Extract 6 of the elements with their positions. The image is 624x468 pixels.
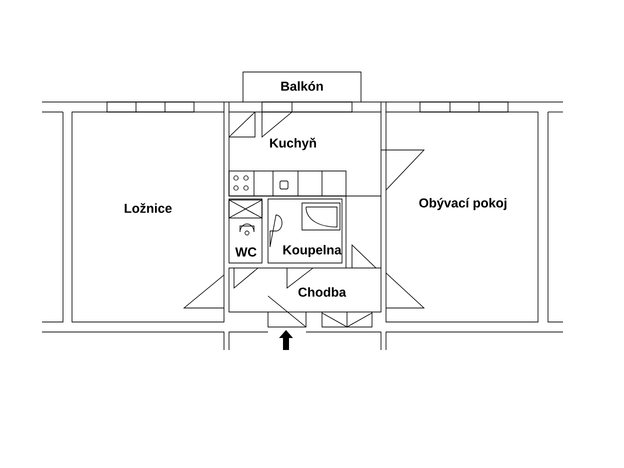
room: Balkón xyxy=(242,72,362,102)
room: Chodba xyxy=(228,268,382,312)
room: Ložnice xyxy=(72,112,224,322)
room: Kuchyň xyxy=(228,112,382,196)
room: WC xyxy=(228,198,262,264)
room: Obývací pokoj xyxy=(386,112,538,322)
